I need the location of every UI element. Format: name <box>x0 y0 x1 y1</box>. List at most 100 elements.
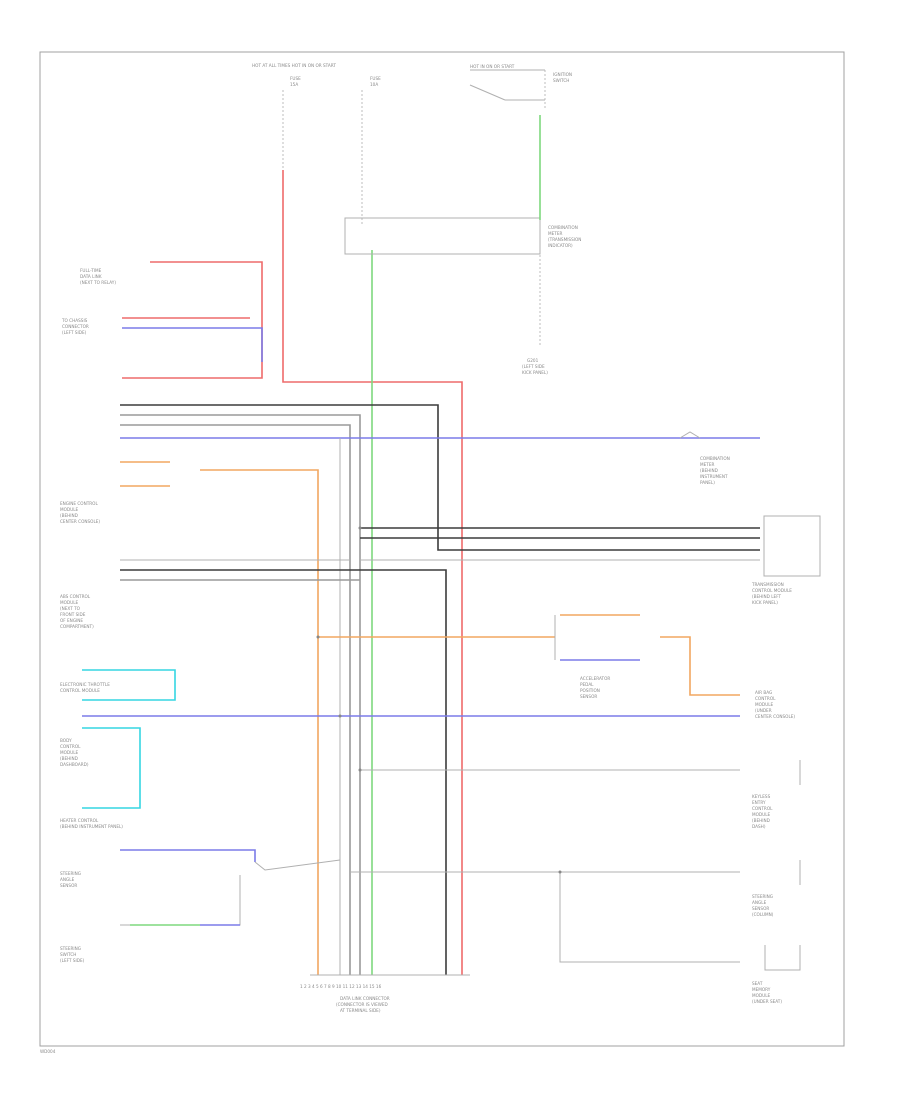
r3-text-4: SENSOR <box>580 694 597 699</box>
m8-text-1: STEERING <box>60 871 81 876</box>
r2-text-4: KICK PANEL) <box>752 600 778 605</box>
relay-box-text-4: INDICATOR) <box>548 243 573 248</box>
r1-text-4: INSTRUMENT <box>700 474 728 479</box>
r7-text-1: SEAT <box>752 981 763 986</box>
fuse-rating-1: 15A <box>290 82 298 87</box>
m4-text-5: OF ENGINE <box>60 618 83 623</box>
dlc-text-1: DATA LINK CONNECTOR <box>340 996 390 1001</box>
r5-text-3: CONTROL <box>752 806 773 811</box>
r7-text-2: MEMORY <box>752 987 771 992</box>
gray-bus-2 <box>120 424 351 975</box>
r2-text-3: (BEHIND LEFT <box>752 594 782 599</box>
orange-airbag-wire <box>660 636 740 696</box>
r3-text-3: POSITION <box>580 688 600 693</box>
r5-text-5: (BEHIND <box>752 818 770 823</box>
r5-text-4: MODULE <box>752 812 771 817</box>
m6-text-4: (BEHIND <box>60 756 78 761</box>
r3-text-1: ACCELERATOR <box>580 676 610 681</box>
relay-text-1: HOT IN ON OR START <box>470 64 515 69</box>
m5-text-1: ELECTRONIC THROTTLE <box>60 682 110 687</box>
m4-text-6: COMPARTMENT) <box>60 624 94 629</box>
m3-text-3: (BEHIND <box>60 513 78 518</box>
m4-text-3: (NEXT TO <box>60 606 81 611</box>
r5-text-6: DASH) <box>752 824 766 829</box>
junction-dot <box>358 768 362 772</box>
relay-box-text-2: METER <box>548 231 562 236</box>
r2-text-1: TRANSMISSION <box>751 582 784 587</box>
switch-symbol <box>469 69 545 101</box>
m3-text-1: ENGINE CONTROL <box>60 501 98 506</box>
right-brackets <box>764 860 801 971</box>
red-loop-wire <box>122 261 263 379</box>
r6-text-2: ANGLE <box>752 900 767 905</box>
dlc-text-3: AT TERMINAL SIDE) <box>340 1008 381 1013</box>
r6-text-1: STEERING <box>752 894 773 899</box>
r4-text-4: (UNDER <box>755 708 772 713</box>
m2-text-3: (LEFT SIDE) <box>62 330 87 335</box>
m6-text-3: MODULE <box>60 750 79 755</box>
m4-text-4: FRONT SIDE <box>60 612 86 617</box>
relay-text-2: IGNITION <box>553 72 572 77</box>
m2-text-2: CONNECTOR <box>62 324 89 329</box>
m1-text-2: DATA LINK <box>80 274 102 279</box>
m6-text-5: DASHBOARD) <box>60 762 89 767</box>
r7-text-4: (UNDER SEAT) <box>752 999 782 1004</box>
ground-text-1: G201 <box>527 358 539 363</box>
steer-return <box>120 875 241 926</box>
r4-text-2: CONTROL <box>755 696 776 701</box>
m1-text-1: FULL-TIME <box>80 268 102 273</box>
footer-code: WD004 <box>40 1049 56 1054</box>
fuse-label-2: FUSE <box>370 76 381 81</box>
m9-text-2: SWITCH <box>60 952 76 957</box>
gray-bus-1 <box>120 414 361 975</box>
r6-text-3: SENSOR <box>752 906 769 911</box>
seat-memory-wire <box>559 872 740 963</box>
m5-text-2: CONTROL MODULE <box>60 688 100 693</box>
black-abs-wire <box>120 569 447 975</box>
steer-junction <box>254 859 341 871</box>
r1-text-2: METER <box>700 462 714 467</box>
m8-text-3: SENSOR <box>60 883 77 888</box>
m3-text-2: MODULE <box>60 507 79 512</box>
cyan-body-loop <box>82 727 141 809</box>
m2-text-1: TO CHASSIS <box>61 318 88 323</box>
junction-dot <box>316 635 320 639</box>
relay-text-3: SWITCH <box>553 78 569 83</box>
junction-dot <box>358 526 362 530</box>
r1-text-3: (BEHIND <box>700 468 718 473</box>
r5-text-2: ENTRY <box>752 800 766 805</box>
m4-text-1: ABS CONTROL <box>60 594 91 599</box>
meter-connector <box>679 431 701 439</box>
relay-box-text-3: (TRANSMISSION <box>548 237 581 242</box>
r5-text-1: KEYLESS <box>752 794 771 799</box>
relay-box-text-1: COMBINATION <box>548 225 578 230</box>
r4-text-1: AIR BAG <box>755 690 772 695</box>
r1-text-1: COMBINATION <box>700 456 730 461</box>
m3-text-4: CENTER CONSOLE) <box>60 519 100 524</box>
ground-text-2: (LEFT SIDE <box>522 364 545 369</box>
ground-text-3: KICK PANEL) <box>522 370 548 375</box>
diagram-frame <box>39 51 845 1047</box>
dlc-pins: 1 2 3 4 5 6 7 8 9 10 11 12 13 14 15 16 <box>300 984 382 989</box>
m6-text-2: CONTROL <box>60 744 81 749</box>
m9-text-1: STEERING <box>60 946 81 951</box>
tcm-box <box>763 515 821 577</box>
r7-text-3: MODULE <box>752 993 771 998</box>
r4-text-3: MODULE <box>755 702 774 707</box>
fuse-label-1: FUSE <box>290 76 301 81</box>
r4-text-5: CENTER CONSOLE) <box>755 714 795 719</box>
m9-text-3: (LEFT SIDE) <box>60 958 85 963</box>
r2-text-2: CONTROL MODULE <box>752 588 792 593</box>
m1-text-3: (NEXT TO RELAY) <box>80 280 116 285</box>
cyan-etc-loop <box>82 669 176 701</box>
orange-wire <box>200 469 319 975</box>
fuse-rating-2: 10A <box>370 82 378 87</box>
blue-steer-wire <box>120 849 256 862</box>
power-label: HOT AT ALL TIMES HOT IN ON OR START <box>252 63 336 68</box>
black-bus-1 <box>120 404 760 551</box>
r1-text-5: PANEL) <box>700 480 715 485</box>
r6-text-4: (COLUMN) <box>752 912 774 917</box>
junction-dot <box>338 714 342 718</box>
dlc-text-2: (CONNECTOR IS VIEWED <box>336 1002 388 1007</box>
